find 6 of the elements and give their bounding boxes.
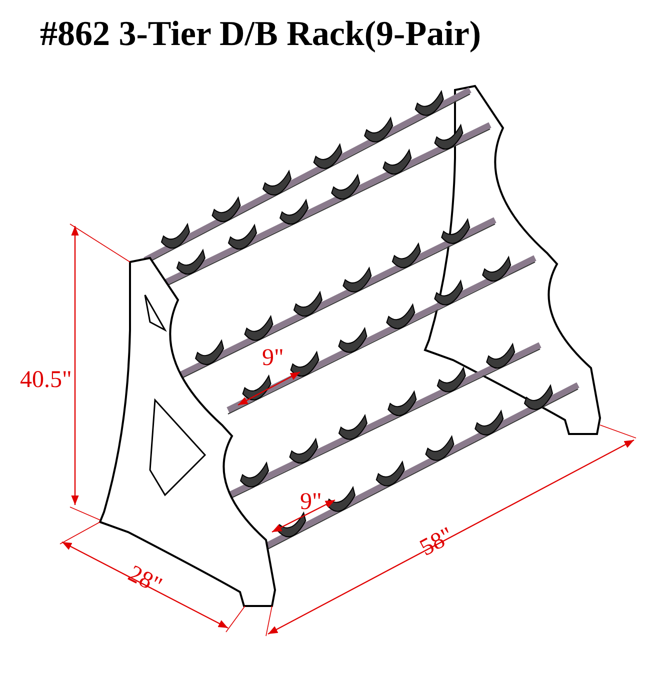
dimension-label: 9"	[300, 490, 322, 514]
dimension-label: 58"	[416, 523, 458, 561]
dimension-label: 9"	[262, 346, 284, 370]
dimension-label: 40.5"	[20, 368, 72, 392]
dimension-label: 28"	[124, 562, 166, 598]
title: #862 3-Tier D/B Rack(9-Pair)	[40, 14, 482, 54]
